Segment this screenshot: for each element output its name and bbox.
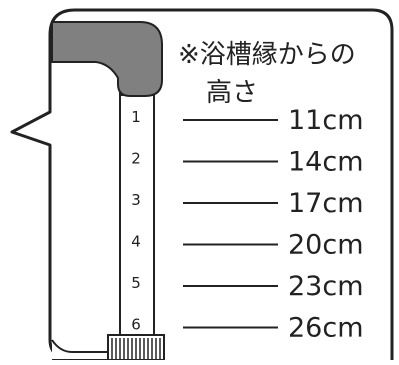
scale-mark-2: 2 [131,150,141,168]
height-label-6: 26cm [288,313,364,344]
handrail-foot [51,339,108,353]
scale-mark-3: 3 [131,191,141,209]
diagram-title-line1: ※浴槽縁からの [178,40,356,70]
height-label-3: 17cm [288,188,364,219]
handrail-body [52,57,121,361]
scale-mark-4: 4 [131,233,141,251]
scale-mark-5: 5 [131,274,141,292]
diagram-title-line2: 高さ [206,78,259,108]
handrail-scale-column [119,94,155,346]
handrail-cap [51,21,163,97]
height-label-2: 14cm [288,147,364,178]
handrail-base-knurl [111,338,161,360]
scale-mark-6: 6 [131,316,141,334]
height-label-1: 11cm [288,105,364,136]
height-label-4: 20cm [288,230,364,261]
scale-mark-1: 1 [131,108,141,126]
height-label-5: 23cm [288,271,364,302]
